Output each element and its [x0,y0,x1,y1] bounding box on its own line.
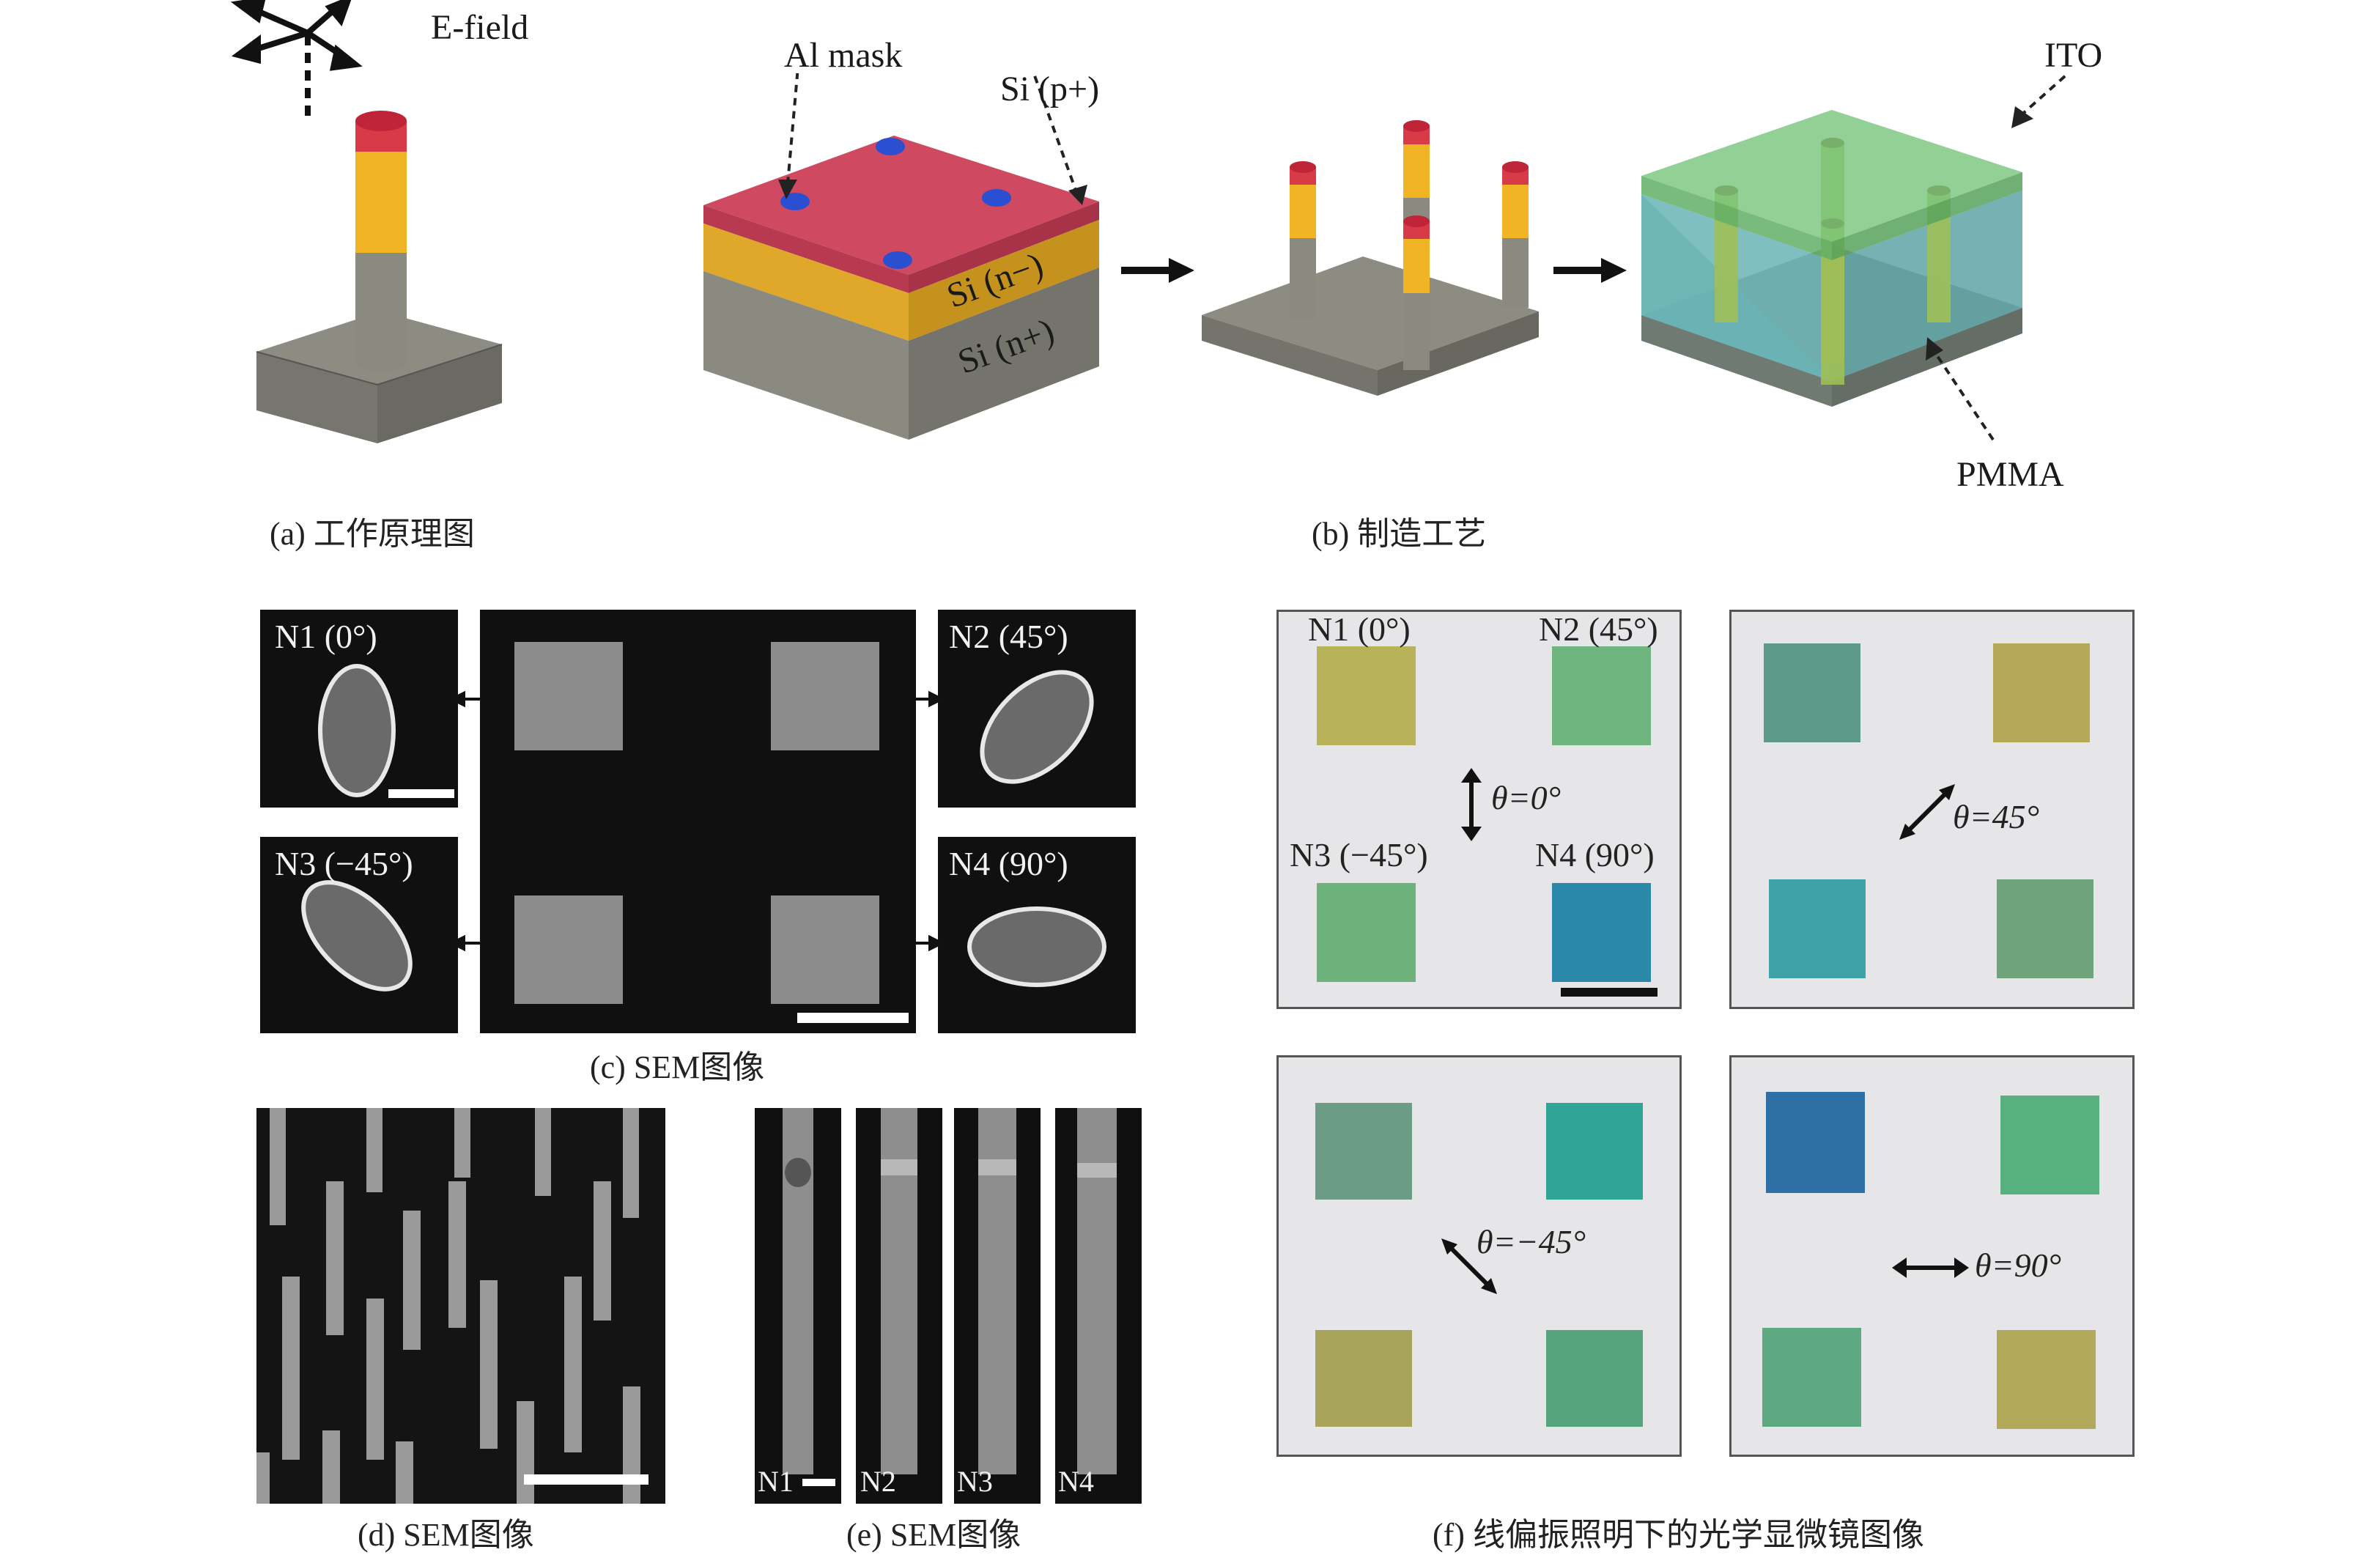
e-label-n2: N2 [860,1465,896,1498]
p2-square-n1 [1764,643,1860,742]
sem-square-4 [771,895,879,1004]
caption-e: (e) SEM图像 [846,1517,1021,1553]
p1-square-n3 [1317,883,1416,982]
efield-arrows-icon [230,0,363,117]
caption-d: (d) SEM图像 [358,1517,534,1553]
efield-label: E-field [431,8,529,47]
p2-square-n2 [1993,643,2090,742]
p1-scale-bar [1561,988,1658,997]
p4-square-n4 [1997,1330,2096,1429]
tilted-pillars [256,1108,648,1504]
p3-square-n1 [1315,1103,1412,1200]
theta-45-label: θ=45° [1953,798,2040,835]
label-pointers [786,73,2071,441]
process-arrow-2 [1553,258,1627,283]
wafer-stack [703,136,1099,440]
panel-b-diagram [703,73,2071,441]
scale-bar [797,1013,909,1023]
p4-square-n1 [1766,1092,1865,1193]
p3-square-n3 [1315,1330,1412,1427]
inset-n2-label: N2 (45°) [949,618,1068,655]
e-label-n1: N1 [758,1465,794,1498]
caption-b: (b) 制造工艺 [1312,516,1487,552]
etched-pillars [1202,120,1539,396]
al-mask-label: Al mask [784,36,903,75]
side-pillars [783,1108,1117,1486]
si-p-label: Si (p+) [1000,70,1100,108]
caption-f: (f) 线偏振照明下的光学显微镜图像 [1433,1517,1924,1553]
f-n1-label: N1 (0°) [1308,610,1411,648]
inset-n4-label: N4 (90°) [949,845,1068,882]
sem-square-1 [514,642,623,750]
panel-a-diagram [230,0,503,443]
caption-c: (c) SEM图像 [590,1049,765,1085]
theta-0-label: θ=0° [1491,779,1562,816]
p1-square-n4 [1552,883,1651,982]
p4-square-n2 [2000,1096,2099,1194]
inset-n3-label: N3 (−45°) [275,845,413,882]
p3-square-n2 [1546,1103,1643,1200]
theta-m45-label: θ=−45° [1477,1223,1586,1260]
p2-square-n4 [1997,879,2093,978]
ito-label: ITO [2044,36,2103,75]
caption-a: (a) 工作原理图 [270,516,475,552]
sem-square-2 [771,642,879,750]
nanopillar-ellipses [301,664,1106,991]
p4-square-n3 [1762,1328,1861,1427]
p1-square-n2 [1552,646,1651,745]
p3-square-n4 [1546,1330,1643,1427]
inset-n1-label: N1 (0°) [275,618,377,655]
polarization-arrow-0-icon [1461,768,1482,841]
process-arrow-1 [1121,258,1194,283]
theta-90-label: θ=90° [1975,1246,2062,1284]
e-label-n3: N3 [957,1465,993,1498]
f-n4-label: N4 (90°) [1535,836,1655,873]
polarization-arrow-m45-icon [1441,1238,1497,1294]
p1-square-n1 [1317,646,1416,745]
polarization-arrow-45-icon [1899,784,1955,840]
sem-square-3 [514,895,623,1004]
f-n2-label: N2 (45°) [1539,610,1658,648]
pmma-label: PMMA [1956,455,2064,494]
e-label-n4: N4 [1058,1465,1094,1498]
encapsulated-device [1641,110,2022,407]
f-n3-label: N3 (−45°) [1290,836,1428,873]
polarization-arrow-90-icon [1892,1257,1969,1278]
p2-square-n3 [1769,879,1866,978]
